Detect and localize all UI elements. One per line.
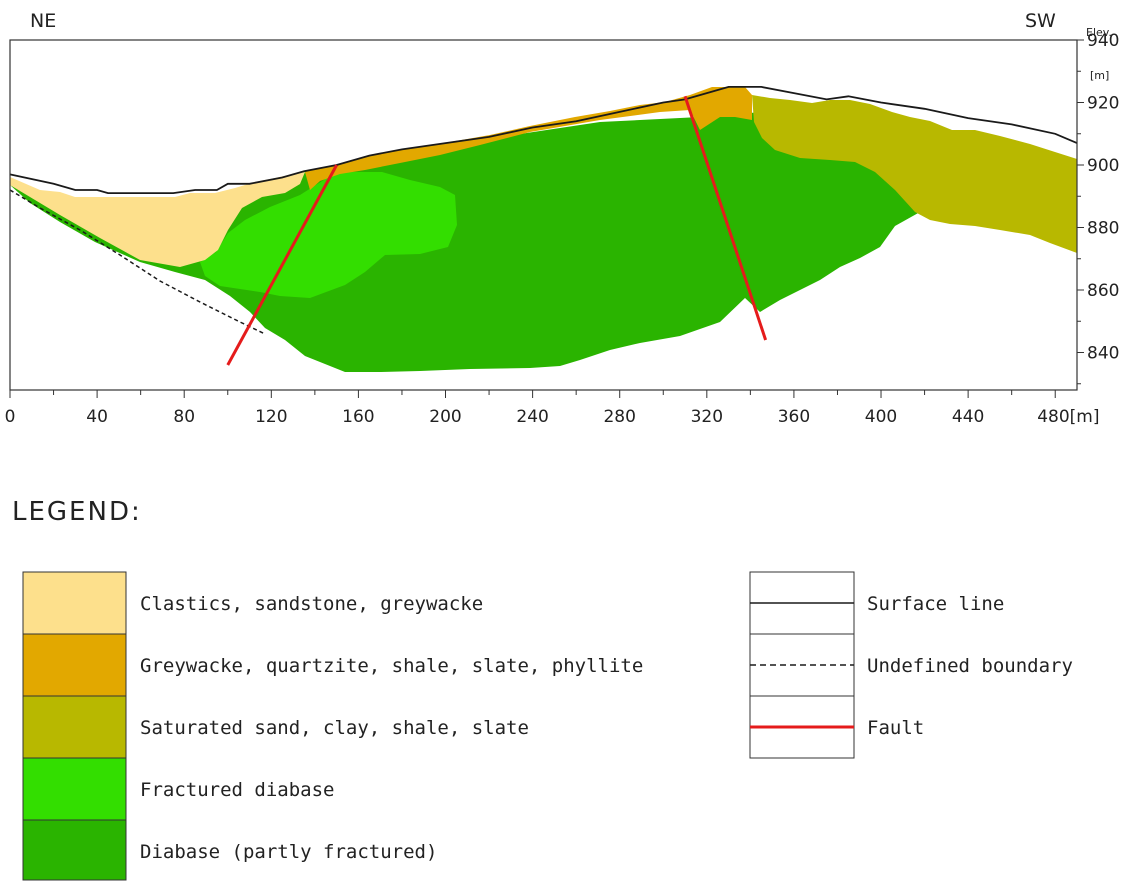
- legend-label-undefined-boundary: Undefined boundary: [867, 655, 1073, 677]
- y-tick-label: 840: [1087, 344, 1119, 364]
- legend-item-saturated: Saturated sand, clay, shale, slate: [22, 695, 529, 759]
- y-tick-label: 940: [1087, 31, 1119, 51]
- x-tick-label: 440: [952, 407, 984, 427]
- legend-label-surface-line: Surface line: [867, 593, 1004, 615]
- y-axis: 940 920 900 880 860 840: [1077, 31, 1119, 385]
- x-tick-label: 120: [255, 407, 287, 427]
- unit-saturated: [752, 95, 1077, 253]
- elevation-unit-label: [m]: [1090, 69, 1109, 82]
- legend-label-saturated: Saturated sand, clay, shale, slate: [140, 717, 529, 739]
- faults: [226, 95, 768, 366]
- fault-line-2: [683, 95, 768, 341]
- legend-label-clastics: Clastics, sandstone, greywacke: [140, 593, 483, 615]
- legend-label-greywacke: Greywacke, quartzite, shale, slate, phyl…: [140, 655, 643, 677]
- undefined-boundary-line: [9, 189, 266, 335]
- y-tick-label: 860: [1087, 281, 1119, 301]
- legend-item-clastics: Clastics, sandstone, greywacke: [22, 571, 483, 635]
- legend-swatch-diabase: [22, 819, 127, 881]
- x-tick-label: 400: [865, 407, 897, 427]
- fault-line-1: [226, 164, 338, 366]
- y-tick-label: 900: [1087, 156, 1119, 176]
- unit-clastics: [10, 172, 305, 267]
- x-tick-label: 40: [86, 407, 108, 427]
- direction-sw-label: SW: [1025, 10, 1056, 32]
- direction-ne-label: NE: [30, 10, 56, 32]
- x-tick-label: 360: [778, 407, 810, 427]
- x-tick-label: 80: [173, 407, 195, 427]
- unit-fractured-diabase: [200, 172, 457, 298]
- x-tick-label: 160: [342, 407, 374, 427]
- x-tick-label: 0: [5, 407, 16, 427]
- legend-swatch-clastics: [22, 571, 127, 635]
- unit-greywacke: [305, 87, 752, 190]
- x-tick-label: 320: [691, 407, 723, 427]
- legend-swatch-saturated: [22, 695, 127, 759]
- x-tick-label: 240: [516, 407, 548, 427]
- legend-swatch-fractured-diabase: [22, 757, 127, 821]
- legend-lines: Surface line Undefined boundary Fault: [749, 571, 1073, 759]
- surface-profile-line: [9, 86, 1078, 195]
- x-tick-label: 280: [603, 407, 635, 427]
- legend-units: Clastics, sandstone, greywacke Greywacke…: [22, 571, 643, 881]
- legend-item-fractured-diabase: Fractured diabase: [22, 757, 334, 821]
- legend-title: LEGEND:: [12, 497, 142, 527]
- geologic-units: [10, 87, 1077, 372]
- y-tick-label: 880: [1087, 219, 1119, 239]
- legend-label-fault: Fault: [867, 717, 924, 739]
- x-axis: 0 40 80 120 160 200 240 280 320 360 400 440 480[m]: [5, 390, 1100, 427]
- elevation-label: Elev.: [1086, 26, 1112, 39]
- x-tick-label: 480[m]: [1037, 407, 1099, 427]
- legend-label-fractured-diabase: Fractured diabase: [140, 779, 334, 801]
- legend-item-greywacke: Greywacke, quartzite, shale, slate, phyl…: [22, 633, 643, 697]
- legend-label-diabase: Diabase (partly fractured): [140, 841, 437, 863]
- y-tick-label: 920: [1087, 94, 1119, 114]
- legend-swatch-greywacke: [22, 633, 127, 697]
- unit-diabase-body: [10, 112, 950, 372]
- legend-item-diabase: Diabase (partly fractured): [22, 819, 437, 881]
- section-frame: [9, 39, 1078, 391]
- x-tick-label: 200: [429, 407, 461, 427]
